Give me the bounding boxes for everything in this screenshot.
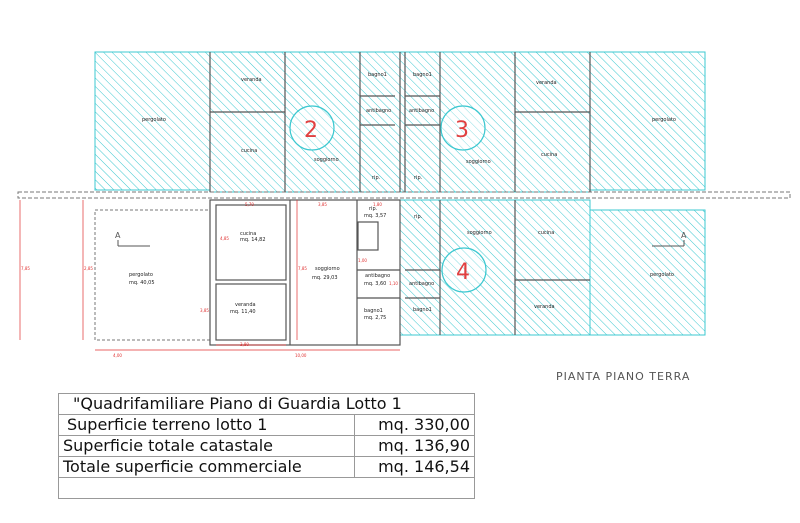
dimension-lines xyxy=(19,200,400,351)
room-label: pergolato xyxy=(142,117,166,123)
empty-row xyxy=(58,477,475,499)
section-marker-right xyxy=(652,240,685,247)
pergolato-unit3 xyxy=(589,51,706,191)
room-label: antibagno xyxy=(366,108,391,114)
dimension-label: 5,70 xyxy=(245,202,254,207)
room-label: antibagno xyxy=(409,108,434,114)
room-label: pergolato xyxy=(650,272,674,278)
summary-table: "Quadrifamiliare Piano di Guardia Lotto … xyxy=(58,393,476,499)
room-label: rip. xyxy=(369,206,378,212)
dimension-label: 3,85 xyxy=(200,308,209,313)
room-label: soggiorno xyxy=(466,159,491,165)
row-value: mq. 136,90 xyxy=(353,435,476,457)
room-area: mq. 11,40 xyxy=(230,309,256,315)
dimension-label: 7,85 xyxy=(298,266,307,271)
room-label: rip. xyxy=(414,175,423,181)
dimension-label: 3,85 xyxy=(318,202,327,207)
room-area: mq. 29,03 xyxy=(312,275,338,281)
unit-3-circle xyxy=(440,105,486,151)
boundary-strip xyxy=(17,191,791,199)
row-label: Totale superficie commerciale xyxy=(58,456,355,478)
unit-2-number: 2 xyxy=(304,118,318,143)
room-label: veranda xyxy=(534,304,555,310)
room-area: mq. 3,57 xyxy=(364,213,386,219)
room-area: mq. 3,60 xyxy=(364,281,386,287)
dimension-label: 7,85 xyxy=(21,266,30,271)
unit-2-circle xyxy=(289,105,335,151)
dimension-label: 2,85 xyxy=(84,266,93,271)
room-label: cucina xyxy=(538,230,554,236)
room-label: soggiorno xyxy=(315,266,340,272)
dimension-label: 10,00 xyxy=(295,353,307,358)
unit-1-walls xyxy=(209,199,401,346)
room-area: mq. 2,75 xyxy=(364,315,386,321)
room-label: bagno1 xyxy=(413,72,432,78)
room-label: veranda xyxy=(241,77,262,83)
section-marker-left xyxy=(117,240,150,247)
room-label: pergolato xyxy=(652,117,676,123)
dimension-label: 1,10 xyxy=(389,281,398,286)
row-value: mq. 330,00 xyxy=(353,414,476,436)
pergolato-unit4 xyxy=(589,209,706,336)
dimension-label: 4,00 xyxy=(113,353,122,358)
row-label: Superficie totale catastale xyxy=(58,435,355,457)
room-area: mq. 40,05 xyxy=(129,280,155,286)
dimension-label: 1,00 xyxy=(358,258,367,263)
unit-4-number: 4 xyxy=(456,260,470,285)
room-label: pergolato xyxy=(129,272,153,278)
pergolato-unit2 xyxy=(94,51,211,191)
room-label: veranda xyxy=(536,80,557,86)
dimension-label: 3,80 xyxy=(240,342,249,347)
unit-2 xyxy=(209,51,401,193)
room-label: soggiorno xyxy=(314,157,339,163)
section-marker-label: A xyxy=(681,231,687,240)
room-label: veranda xyxy=(235,302,256,308)
row-label: Superficie terreno lotto 1 xyxy=(58,414,355,436)
room-label: rip. xyxy=(372,175,381,181)
room-label: rip. xyxy=(414,214,423,220)
unit-4 xyxy=(399,199,591,336)
unit-4-circle xyxy=(441,247,487,293)
section-marker-label: A xyxy=(115,231,121,240)
unit-3-number: 3 xyxy=(455,118,469,143)
room-label: cucina xyxy=(541,152,557,158)
room-label: cucina xyxy=(241,148,257,154)
unit-3 xyxy=(399,51,591,193)
summary-title: "Quadrifamiliare Piano di Guardia Lotto … xyxy=(58,393,475,415)
dimension-label: 4,85 xyxy=(220,236,229,241)
room-label: bagno1 xyxy=(364,308,383,314)
row-value: mq. 146,54 xyxy=(353,456,476,478)
room-label: soggiorno xyxy=(467,230,492,236)
plan-title: PIANTA PIANO TERRA xyxy=(556,370,691,383)
room-label: cucina xyxy=(240,231,256,237)
room-label: bagno1 xyxy=(413,307,432,313)
room-label: antibagno xyxy=(365,273,390,279)
room-area: mq. 14,82 xyxy=(240,237,266,243)
upper-units-walls xyxy=(209,52,591,335)
dimension-label: 1,80 xyxy=(373,202,382,207)
room-label: bagno1 xyxy=(368,72,387,78)
room-label: antibagno xyxy=(409,281,434,287)
